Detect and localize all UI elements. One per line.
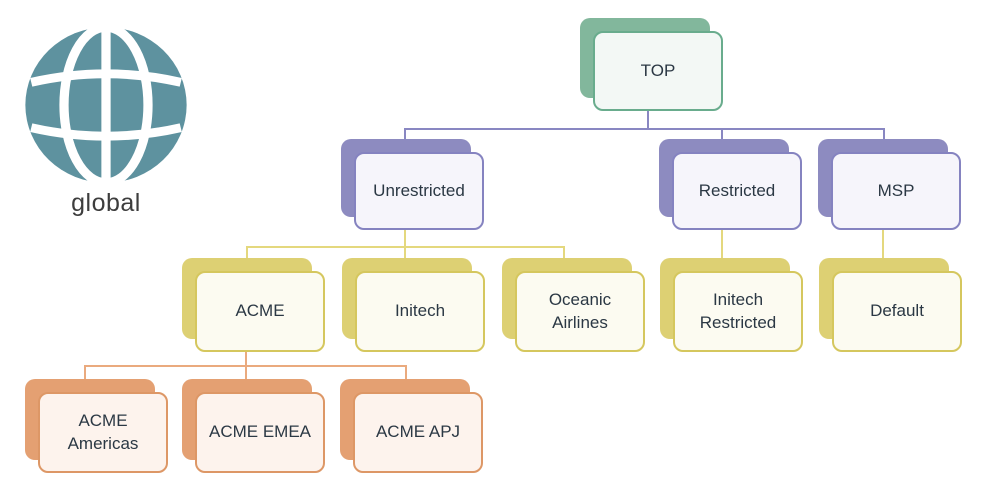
globe-icon: [25, 24, 187, 186]
node-initech-restricted: Initech Restricted: [660, 258, 803, 352]
connector-restricted-to-initech-restricted: [721, 230, 723, 259]
node-acme-emea: ACME EMEA: [182, 379, 325, 473]
card-face: Oceanic Airlines: [515, 271, 645, 352]
connector-top-horizontal: [404, 128, 885, 130]
node-top: TOP: [580, 18, 723, 111]
card-face: Initech: [355, 271, 485, 352]
node-msp: MSP: [818, 139, 961, 230]
card-face: Unrestricted: [354, 152, 484, 230]
connector-drop-initech: [404, 246, 406, 259]
connector-drop-acme-americas: [84, 365, 86, 379]
card-face: ACME APJ: [353, 392, 483, 473]
connector-unrestricted-stem: [404, 230, 406, 247]
node-msp-label: MSP: [877, 180, 915, 200]
connector-drop-acme-apj: [405, 365, 407, 379]
node-restricted: Restricted: [659, 139, 802, 230]
card-face: ACME Americas: [38, 392, 168, 473]
node-initech: Initech: [342, 258, 485, 352]
card-face: Restricted: [672, 152, 802, 230]
card-face: ACME: [195, 271, 325, 352]
connector-msp-to-default: [882, 230, 884, 259]
node-restricted-label: Restricted: [698, 180, 776, 200]
node-acme-label: ACME: [235, 301, 285, 321]
node-oceanic-airlines: Oceanic Airlines: [502, 258, 645, 352]
node-acme-americas: ACME Americas: [25, 379, 168, 473]
node-initech-restricted-label: Initech Restricted: [699, 290, 777, 332]
connector-drop-unrestricted: [404, 128, 406, 140]
node-oceanic-airlines-label: Oceanic Airlines: [548, 290, 612, 332]
node-unrestricted-label: Unrestricted: [373, 180, 465, 200]
card-face: ACME EMEA: [195, 392, 325, 473]
connector-drop-msp: [883, 128, 885, 140]
node-acme-apj-label: ACME APJ: [375, 422, 461, 442]
node-acme: ACME: [182, 258, 325, 352]
node-unrestricted: Unrestricted: [341, 139, 484, 230]
global-scope: global: [22, 24, 190, 218]
card-face: Initech Restricted: [673, 271, 803, 352]
node-top-label: TOP: [640, 60, 676, 80]
node-acme-americas-label: ACME Americas: [67, 411, 139, 453]
connector-drop-acme-emea: [245, 365, 247, 379]
node-initech-label: Initech: [394, 301, 446, 321]
node-default: Default: [819, 258, 962, 352]
connector-acme-stem: [245, 352, 247, 366]
globe-label: global: [71, 189, 141, 217]
connector-drop-oceanic: [563, 246, 565, 259]
card-face: Default: [832, 271, 962, 352]
node-acme-apj: ACME APJ: [340, 379, 483, 473]
card-face: MSP: [831, 152, 961, 230]
card-face: TOP: [593, 31, 723, 111]
connector-drop-acme: [246, 246, 248, 259]
node-acme-emea-label: ACME EMEA: [208, 422, 312, 442]
connector-drop-restricted: [721, 128, 723, 140]
connector-top-stem: [647, 110, 649, 129]
node-default-label: Default: [870, 301, 924, 321]
